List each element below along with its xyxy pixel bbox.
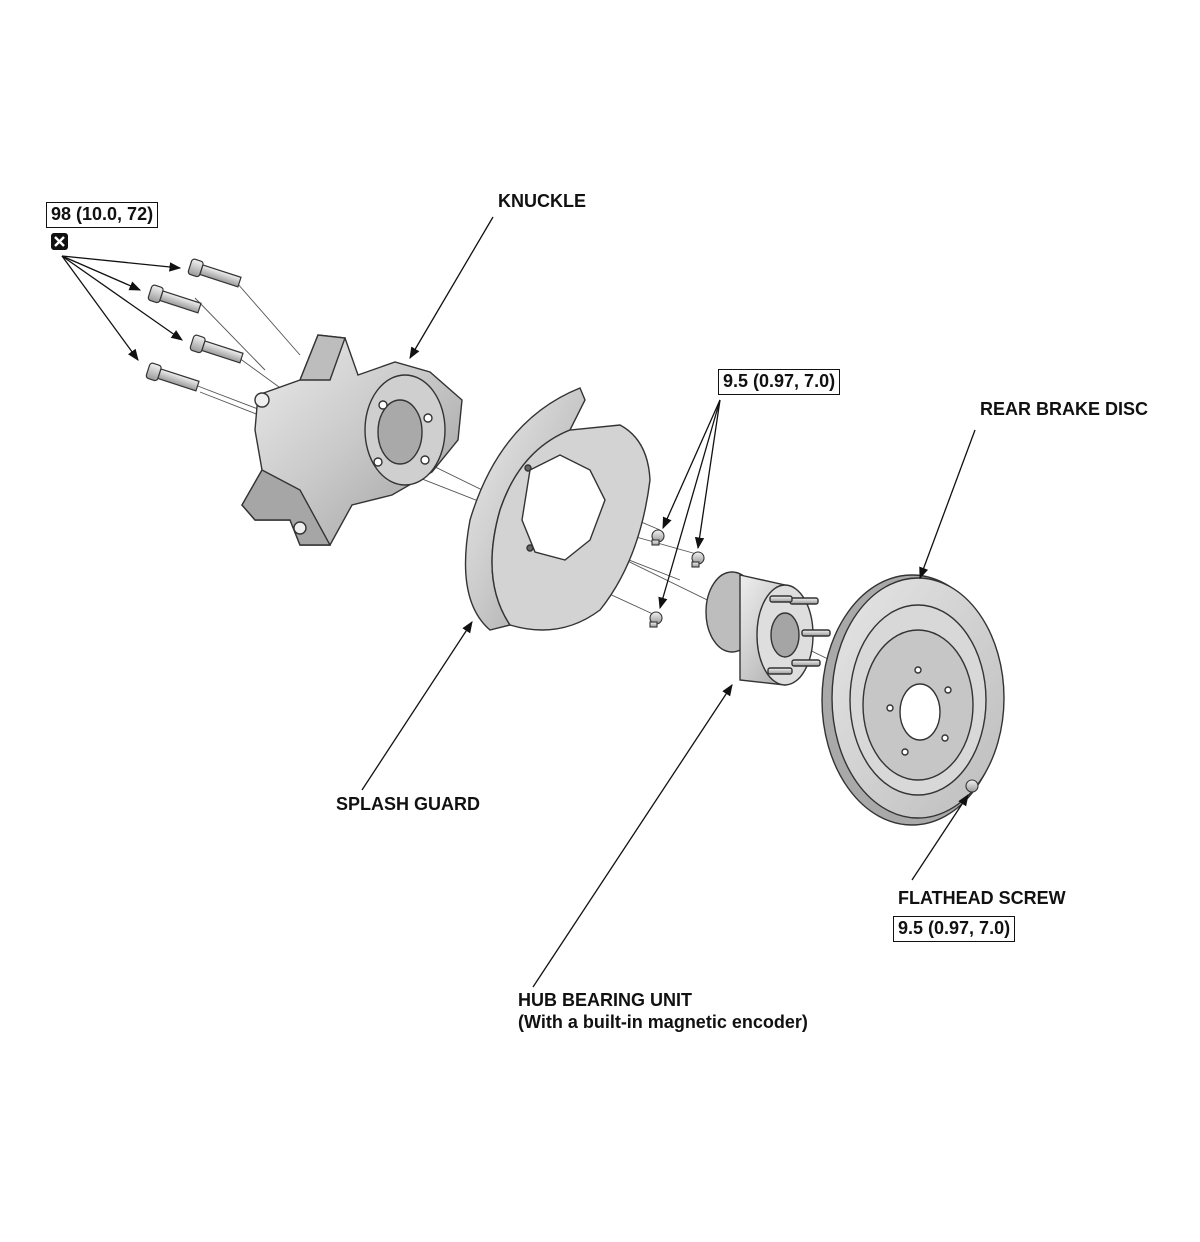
- label-hub-bearing-unit-note: (With a built-in magnetic encoder): [518, 1012, 808, 1032]
- bolt-leader: [61, 255, 182, 272]
- label-flathead-screw: FLATHEAD SCREW: [898, 888, 1066, 908]
- knuckle-bolt: [187, 258, 242, 288]
- torque-spec-splash-guard-bolts: 9.5 (0.97, 7.0): [718, 369, 841, 395]
- torque-spec-flathead-screw: 9.5 (0.97, 7.0): [893, 916, 1016, 942]
- label-knuckle: KNUCKLE: [498, 191, 586, 211]
- rear-brake-disc-part: [821, 574, 1005, 826]
- knuckle-bolt: [189, 334, 244, 364]
- splash-bolt-leader: [658, 399, 721, 610]
- splash-guard-bolts: [649, 529, 705, 628]
- knuckle-part: [241, 334, 463, 546]
- splash-guard-part: [464, 387, 651, 631]
- hub-bearing-unit-part: [705, 571, 831, 686]
- knuckle-bolt: [145, 362, 200, 392]
- flathead-leader: [911, 794, 969, 881]
- splash-guard-bolt: [649, 611, 663, 628]
- bolt-leader: [61, 255, 142, 291]
- flathead-screw-part: [965, 779, 979, 793]
- knuckle-leader: [409, 216, 494, 360]
- torque-spec-knuckle-bolts: 98 (10.0, 72): [46, 202, 159, 228]
- splash-bolt-leader: [694, 399, 721, 550]
- label-rear-brake-disc: REAR BRAKE DISC: [980, 399, 1149, 419]
- label-hub-bearing-unit: HUB BEARING UNIT: [518, 990, 692, 1010]
- splash-guard-leader: [361, 621, 473, 791]
- knuckle-bolts: [145, 258, 244, 392]
- wheel-stud: [767, 595, 831, 675]
- splash-bolt-leader: [662, 399, 721, 530]
- splash-guard-bolt: [691, 551, 705, 568]
- leader-lines: [61, 216, 976, 988]
- splash-guard-bolt: [651, 529, 665, 546]
- label-splash-guard: SPLASH GUARD: [336, 794, 481, 814]
- knuckle-bolt: [147, 284, 202, 314]
- replace-part-icon: [51, 233, 68, 250]
- bolt-leader: [61, 255, 183, 341]
- disc-leader: [919, 429, 976, 580]
- hub-leader: [532, 684, 733, 988]
- bolt-leader: [61, 255, 139, 361]
